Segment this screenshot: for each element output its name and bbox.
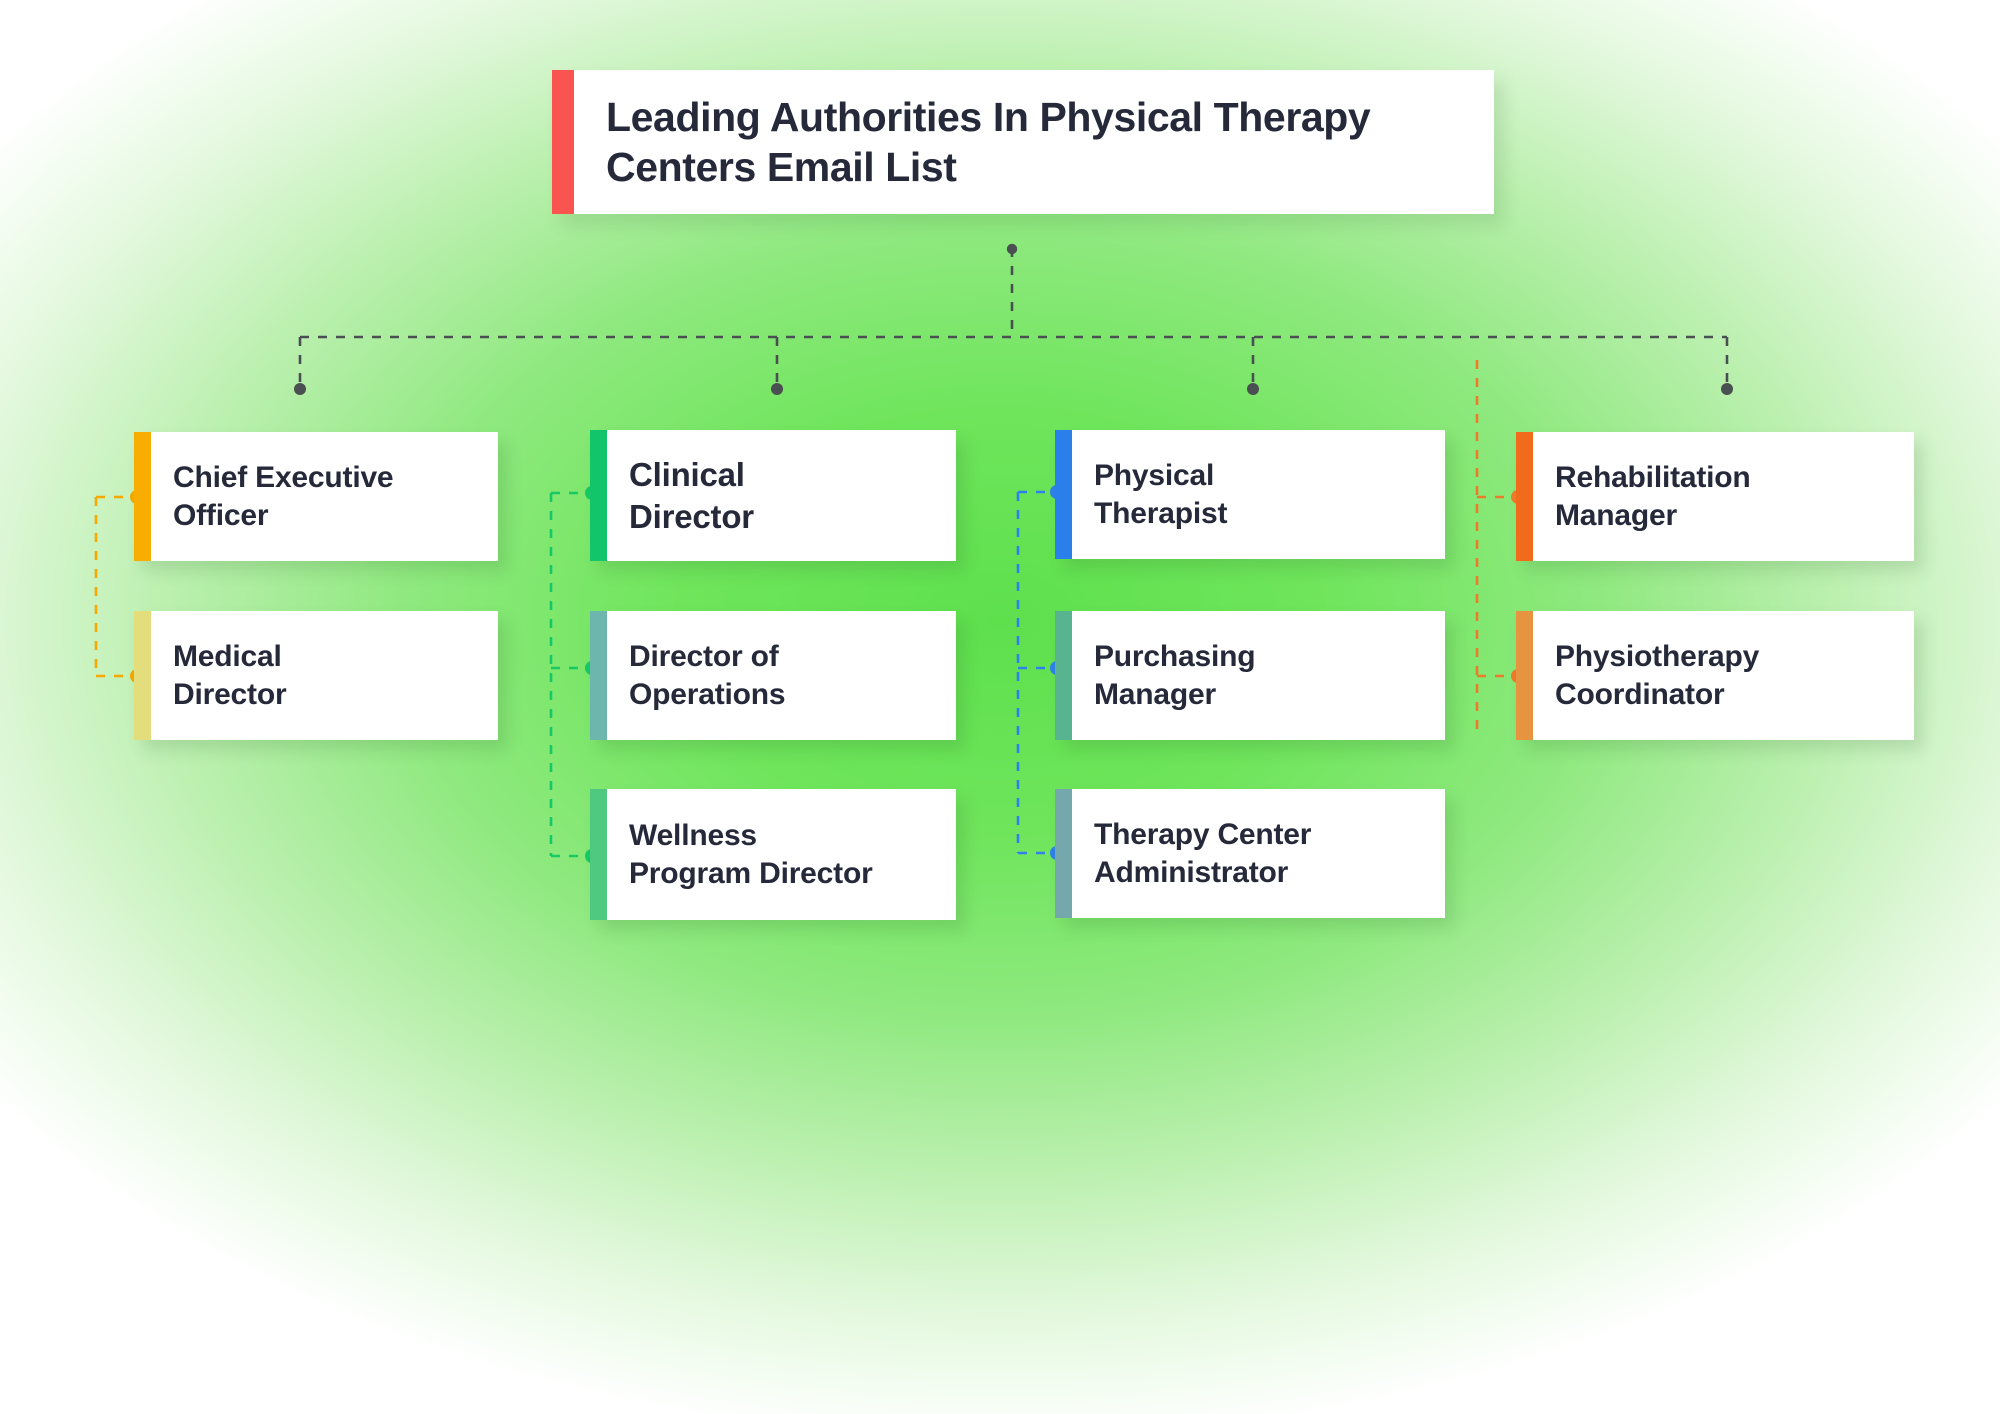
node-rehabilitation-manager[interactable]: Rehabilitation Manager — [1516, 432, 1914, 561]
node-accent-bar — [134, 611, 151, 740]
node-accent-bar — [1055, 611, 1072, 740]
node-label: Director of Operations — [629, 639, 786, 711]
node-accent-bar — [1055, 789, 1072, 918]
node-director-of-operations[interactable]: Director of Operations — [590, 611, 956, 740]
node-accent-bar — [590, 430, 607, 561]
root-drop-dot-3 — [1247, 383, 1259, 395]
root-drop-endpoints — [294, 243, 1733, 395]
node-label: Chief Executive Officer — [173, 460, 394, 532]
root-drop-dot-1 — [294, 383, 306, 395]
node-accent-bar — [590, 789, 607, 920]
node-accent-bar — [590, 611, 607, 740]
node-label: Physical Therapist — [1094, 458, 1228, 530]
node-chief-executive-officer[interactable]: Chief Executive Officer — [134, 432, 498, 561]
node-label: Rehabilitation Manager — [1555, 460, 1751, 532]
node-therapy-center-administrator[interactable]: Therapy Center Administrator — [1055, 789, 1445, 918]
node-medical-director[interactable]: Medical Director — [134, 611, 498, 740]
node-accent-bar — [1516, 432, 1533, 561]
node-physical-therapist[interactable]: Physical Therapist — [1055, 430, 1445, 559]
group-3-connectors — [1016, 490, 1053, 855]
title-accent-bar — [552, 70, 574, 214]
node-accent-bar — [134, 432, 151, 561]
node-purchasing-manager[interactable]: Purchasing Manager — [1055, 611, 1445, 740]
node-accent-bar — [1516, 611, 1533, 740]
node-accent-bar — [1055, 430, 1072, 559]
node-wellness-program-director[interactable]: Wellness Program Director — [590, 789, 956, 920]
node-physiotherapy-coordinator[interactable]: Physiotherapy Coordinator — [1516, 611, 1914, 740]
group-1-connectors — [94, 495, 133, 678]
node-clinical-director[interactable]: Clinical Director — [590, 430, 956, 561]
node-label: Wellness Program Director — [629, 818, 873, 890]
node-label: Medical Director — [173, 639, 287, 711]
group-4-connectors — [1475, 360, 1514, 730]
chart-title-card: Leading Authorities In Physical Therapy … — [552, 70, 1494, 214]
node-label: Purchasing Manager — [1094, 639, 1256, 711]
page-title: Leading Authorities In Physical Therapy … — [606, 93, 1371, 190]
root-trunk-dot — [1006, 243, 1018, 255]
root-drop-dot-2 — [771, 383, 783, 395]
group-2-connectors — [549, 491, 588, 858]
node-label: Therapy Center Administrator — [1094, 817, 1312, 889]
node-label: Physiotherapy Coordinator — [1555, 639, 1760, 711]
node-label: Clinical Director — [629, 455, 754, 535]
root-drop-dot-4 — [1721, 383, 1733, 395]
